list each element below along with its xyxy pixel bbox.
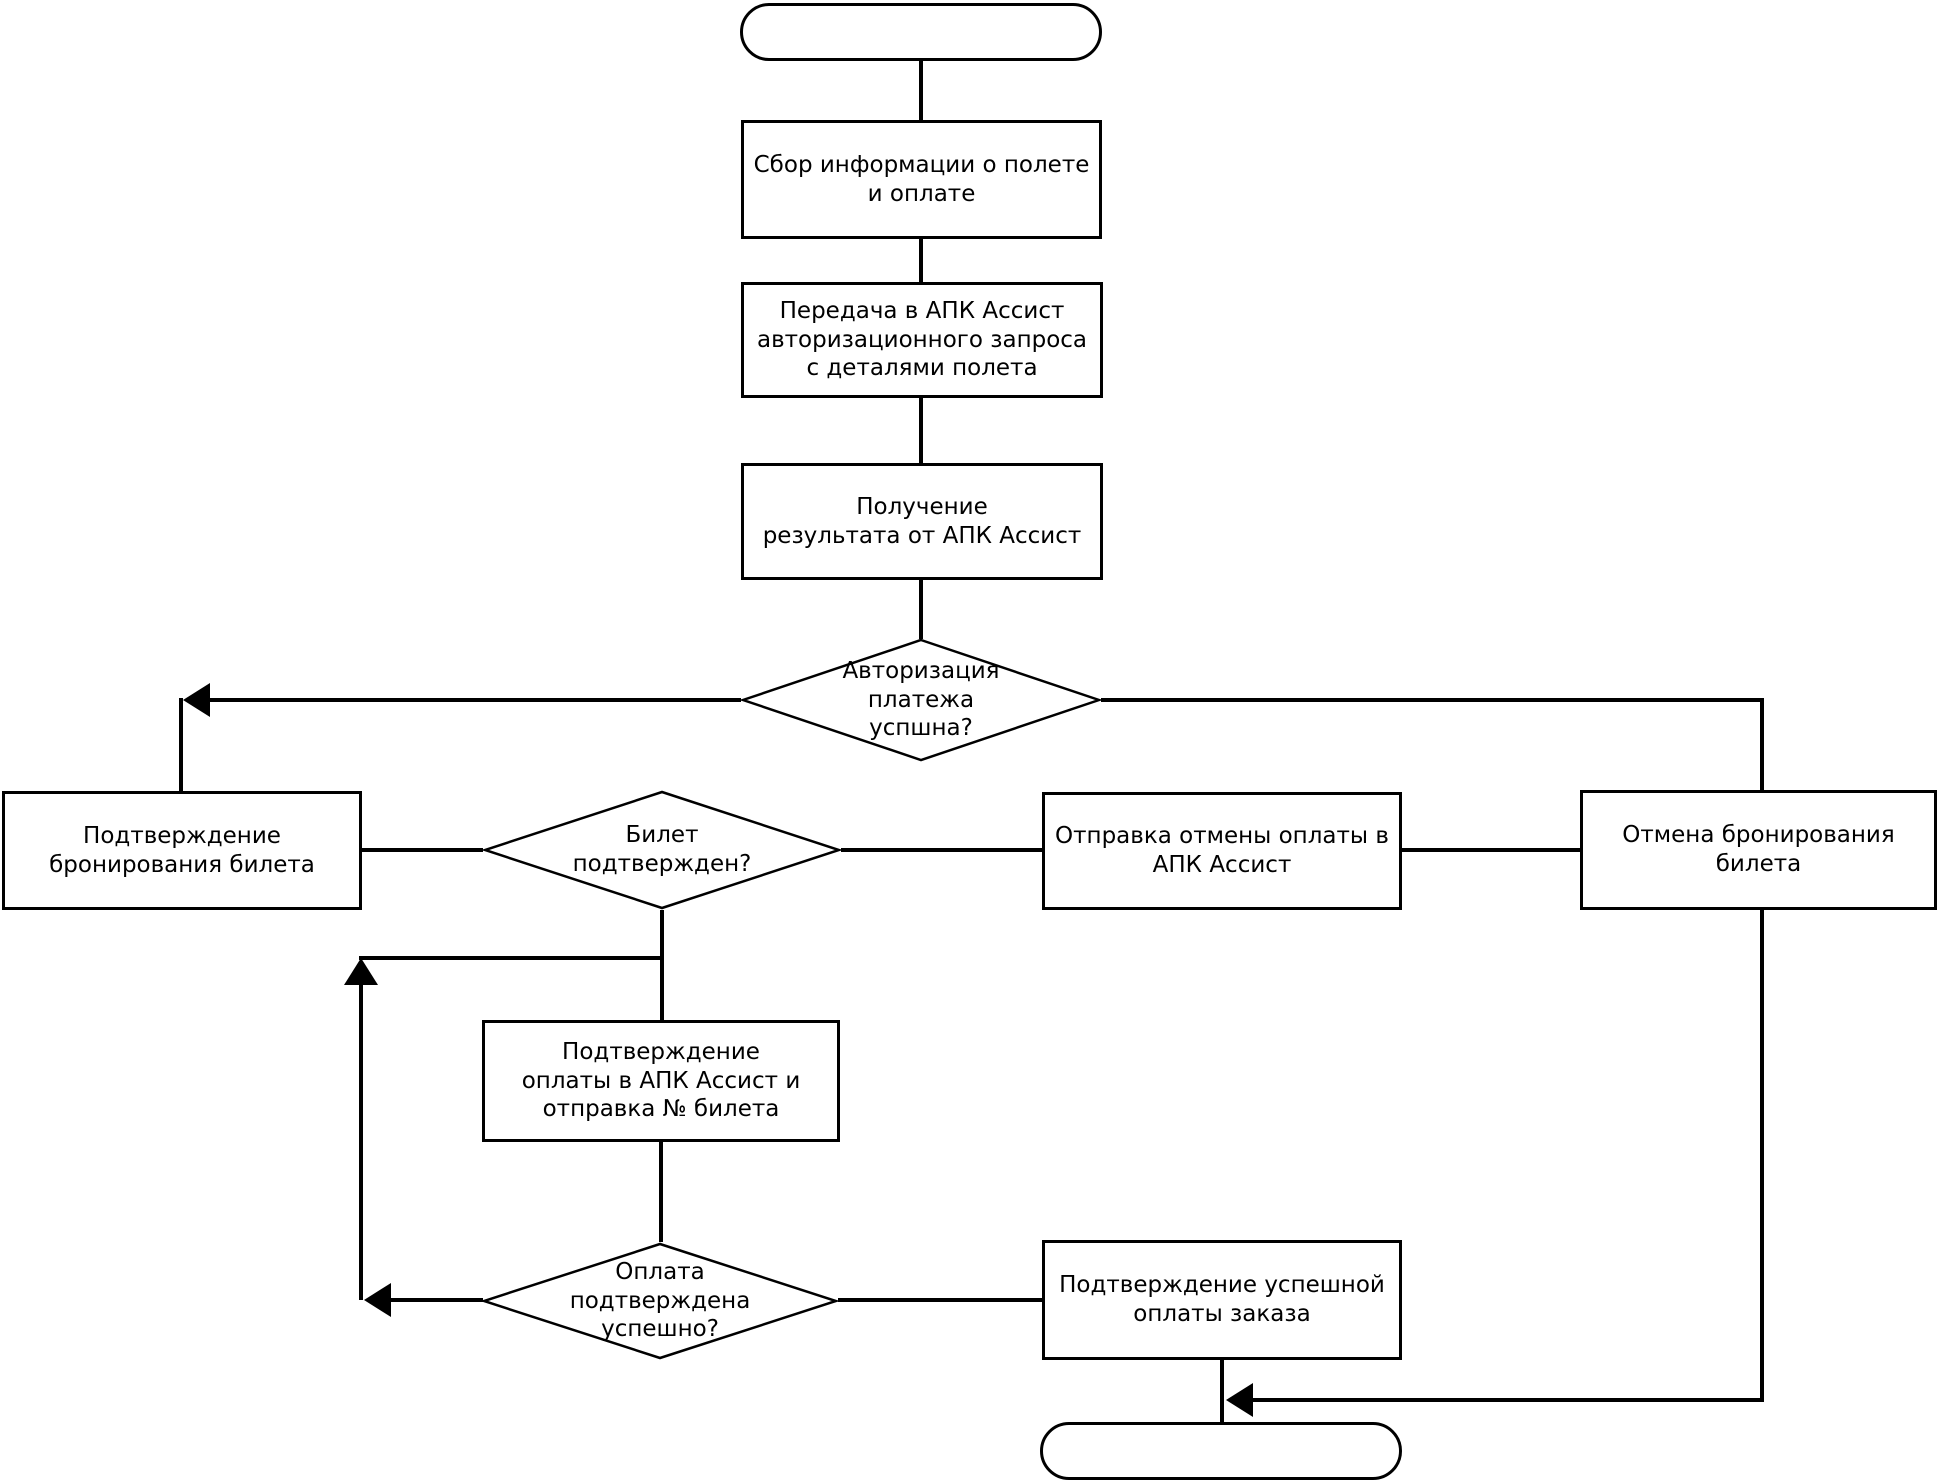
edge-confirmbooking-to-ticketcheck (362, 848, 483, 852)
edge-collect-to-sendauth (919, 239, 923, 283)
process-confirm-payment-label: Подтверждение оплаты в АПК Ассист и отпр… (521, 1038, 801, 1123)
edge-paymentcheck-left-horizontal (391, 1298, 483, 1302)
process-send-auth-request: Передача в АПК Ассист авторизационного з… (741, 282, 1103, 398)
process-confirm-order-payment: Подтверждение успешной оплаты заказа (1042, 1240, 1402, 1360)
process-send-payment-cancel: Отправка отмены оплаты в АПК Ассист (1042, 792, 1402, 910)
decision-auth-success-label: Авторизация платежа успшна? (842, 657, 1000, 742)
edge-authcheck-right-vertical (1760, 698, 1764, 791)
edge-start-to-collect (919, 61, 923, 121)
edge-paymentcheck-to-confirmorder (838, 1298, 1042, 1302)
edge-cancelbooking-down-vertical (1760, 910, 1764, 1402)
edge-authcheck-right-horizontal (1101, 698, 1762, 702)
edge-loop-vertical (359, 985, 363, 1300)
edge-confirmorder-to-end (1220, 1360, 1224, 1422)
decision-ticket-confirmed-label: Билет подтвержден? (572, 822, 752, 877)
process-cancel-booking-label: Отмена бронирования билета (1622, 822, 1895, 877)
process-confirm-order-payment-label: Подтверждение успешной оплаты заказа (1059, 1272, 1385, 1327)
arrowhead-icon (183, 683, 210, 717)
process-collect-info: Сбор информации о полете и оплате (741, 120, 1102, 239)
decision-payment-confirmed-label: Оплата подтверждена успешно? (569, 1258, 751, 1343)
decision-ticket-confirmed: Билет подтвержден? (483, 790, 841, 910)
edge-confirmpayment-to-paymentcheck (659, 1142, 663, 1242)
process-cancel-booking: Отмена бронирования билета (1580, 790, 1937, 910)
edge-authcheck-left-horizontal (208, 698, 741, 702)
process-confirm-booking: Подтверждение бронирования билета (2, 791, 362, 910)
process-collect-info-label: Сбор информации о полете и оплате (753, 151, 1090, 207)
arrowhead-icon (1226, 1383, 1253, 1417)
process-send-payment-cancel-label: Отправка отмены оплаты в АПК Ассист (1055, 823, 1389, 878)
edge-authcheck-left-vertical (179, 698, 183, 792)
decision-auth-success: Авторизация платежа успшна? (741, 638, 1101, 762)
edge-ticketcheck-to-sendcancel (841, 848, 1042, 852)
decision-payment-confirmed: Оплата подтверждена успешно? (482, 1242, 838, 1360)
edge-sendcancel-to-cancelbooking (1402, 848, 1580, 852)
process-get-result-label: Получение результата от АПК Ассист (762, 493, 1082, 549)
edge-ticketcheck-to-confirmpayment (660, 910, 664, 1020)
process-confirm-payment: Подтверждение оплаты в АПК Ассист и отпр… (482, 1020, 840, 1142)
process-send-auth-request-label: Передача в АПК Ассист авторизационного з… (756, 297, 1088, 382)
arrowhead-icon (364, 1283, 391, 1317)
edge-getresult-to-authcheck (919, 580, 923, 639)
process-confirm-booking-label: Подтверждение бронирования билета (49, 822, 315, 878)
edge-sendauth-to-getresult (919, 398, 923, 464)
edge-loop-horizontal-top (359, 956, 662, 960)
arrowhead-icon (344, 958, 378, 985)
end-terminator (1040, 1422, 1402, 1480)
edge-cancelbooking-bottom-horizontal (1251, 1398, 1762, 1402)
process-get-result: Получение результата от АПК Ассист (741, 463, 1103, 580)
start-terminator (740, 3, 1102, 61)
